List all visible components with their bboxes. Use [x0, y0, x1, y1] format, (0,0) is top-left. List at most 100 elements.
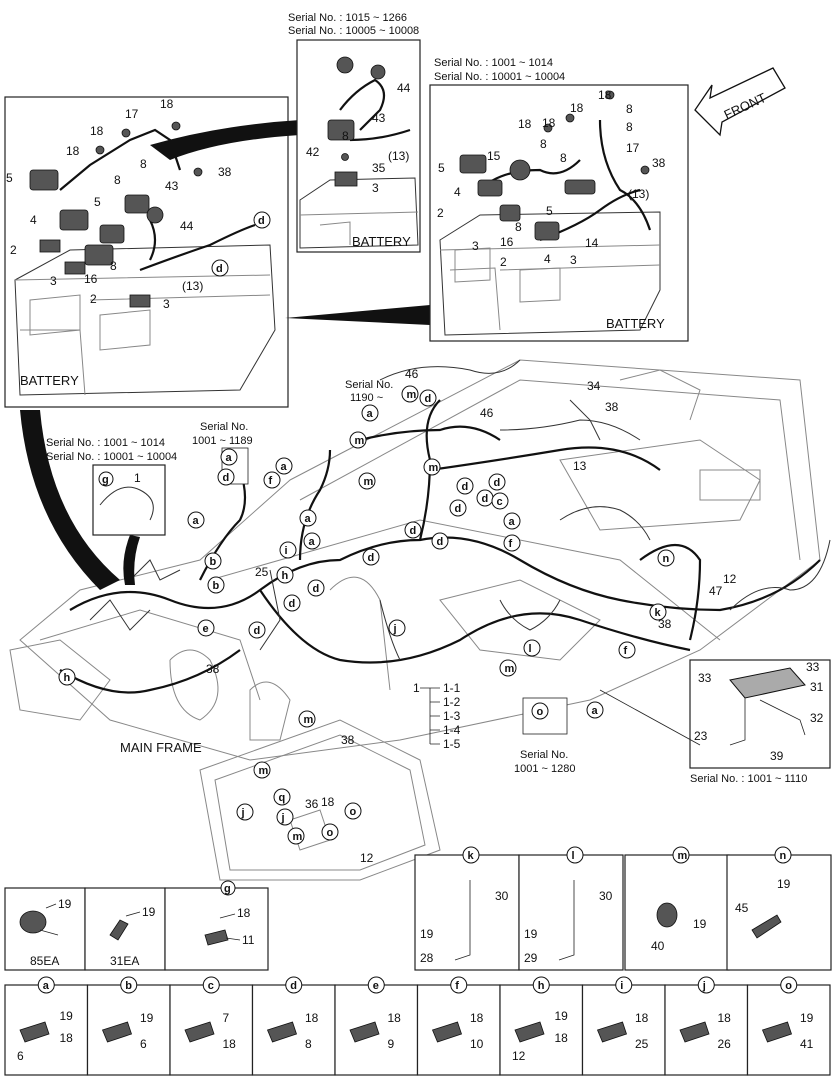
callout-circle: [657, 549, 675, 567]
callout-circle: [285, 976, 303, 994]
callout-letter: d: [290, 980, 297, 992]
connector-wedge: [123, 535, 140, 585]
callout: 2: [90, 292, 97, 306]
callout-d: [211, 259, 229, 277]
callout: 19: [58, 897, 72, 911]
callout-letter: j: [393, 623, 397, 635]
callout: 33: [806, 660, 820, 674]
callout-letter: j: [702, 980, 706, 992]
callout: 4: [544, 252, 551, 266]
callout-letter: j: [241, 807, 245, 819]
harness-1-5: 1-5: [443, 737, 461, 751]
callout: 33: [698, 671, 712, 685]
callout-letter: a: [592, 705, 599, 717]
callout-letter: d: [462, 481, 469, 493]
detail-i-part: 25: [635, 1037, 649, 1051]
callout: 8: [114, 173, 121, 187]
callout: 34: [587, 379, 601, 393]
callout: 13: [573, 459, 587, 473]
callout: 18: [160, 97, 174, 111]
detail-h-part: 18: [555, 1031, 569, 1045]
detail-box-l: [518, 854, 624, 971]
callout-circle: [531, 702, 549, 720]
callout-circle: [672, 846, 690, 864]
serial-top-mid-2: 1190 ~: [350, 392, 383, 404]
callout-circle: [299, 509, 317, 527]
detail-n-part: 45: [735, 901, 749, 915]
callout-circle: [287, 827, 305, 845]
callout: 8: [540, 137, 547, 151]
callout: 4: [30, 213, 37, 227]
callout-letter: o: [537, 706, 544, 718]
serial-mid-2: 1001 ~ 1189: [192, 435, 253, 447]
detail-o-part: 41: [800, 1037, 814, 1051]
callout: 5: [546, 204, 553, 218]
callout: 23: [694, 729, 708, 743]
callout-letter: d: [494, 477, 501, 489]
qty-85ea: 85EA: [30, 954, 59, 968]
harness-1-3: 1-3: [443, 709, 461, 723]
callout: 8: [110, 259, 117, 273]
callout: 8: [140, 157, 147, 171]
callout-circle: [503, 512, 521, 530]
callout-letter: n: [780, 850, 787, 862]
callout: 3: [163, 297, 170, 311]
callout-letter: m: [407, 389, 417, 401]
callout-circle: [349, 431, 367, 449]
callout-circle: [283, 594, 301, 612]
callout-d: [253, 211, 271, 229]
wire-harness: [59, 359, 831, 694]
callout: 3: [570, 253, 577, 267]
callout: 8: [626, 102, 633, 116]
callout: 39: [770, 749, 784, 763]
callout-circle: [253, 761, 271, 779]
serial-left-1: Serial No. : 1001 ~ 1014: [46, 437, 165, 449]
callout-letter: m: [429, 462, 439, 474]
callout-letter: h: [282, 570, 289, 582]
detail-c-part: 18: [223, 1037, 237, 1051]
callout-letter: f: [269, 475, 273, 487]
callout: 17: [125, 107, 139, 121]
detail-m-part: 40: [651, 939, 665, 953]
callout-circle: [204, 552, 222, 570]
callout: (13): [628, 187, 649, 201]
detail-g-part-1: 18: [237, 906, 251, 920]
callout-letter: i: [620, 980, 623, 992]
legend-clips: 19 85EA 19 31EA g 18 11: [4, 880, 269, 971]
callout: 38: [341, 733, 355, 747]
detail-c-part: 7: [223, 1011, 230, 1025]
callout-circle: [361, 404, 379, 422]
harness-main-number: 1: [413, 681, 420, 695]
callout-circle: [197, 619, 215, 637]
callout-circle: [697, 976, 715, 994]
callout-circle: [615, 976, 633, 994]
detail-box-h: [499, 984, 584, 1076]
bottom-detail-row: a19618b196c718d188e189f1810h191218i1825j…: [4, 976, 831, 1076]
callout: 43: [165, 179, 179, 193]
serial-top-right-1: Serial No. : 1001 ~ 1014: [434, 57, 553, 69]
callout-circle: [523, 639, 541, 657]
callout: 38: [218, 165, 232, 179]
callout: 17: [626, 141, 640, 155]
callout-letter: d: [289, 598, 296, 610]
callout: 14: [585, 236, 599, 250]
serial-left-2: Serial No. : 10001 ~ 10004: [46, 451, 177, 463]
detail-i-part: 18: [635, 1011, 649, 1025]
serial-bottom-mid-1: Serial No.: [520, 749, 568, 761]
callout-circle: [367, 976, 385, 994]
callout-circle: [462, 846, 480, 864]
callout: 35: [372, 161, 386, 175]
callout-letter: m: [304, 714, 314, 726]
detail-b-part: 19: [140, 1011, 154, 1025]
callout-circle: [37, 976, 55, 994]
detail-j-part: 26: [718, 1037, 732, 1051]
callout: 15: [487, 149, 501, 163]
callout-letter: h: [538, 980, 545, 992]
callout-circle: [449, 499, 467, 517]
connector-wedge: [150, 120, 300, 160]
callout: 18: [518, 117, 532, 131]
serial-bottom-mid-2: 1001 ~ 1280: [514, 763, 575, 775]
callout-letter: a: [193, 515, 200, 527]
